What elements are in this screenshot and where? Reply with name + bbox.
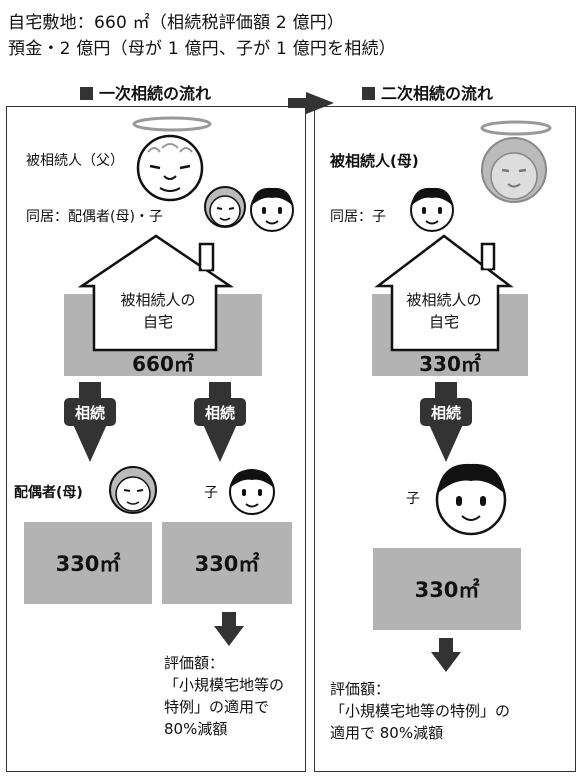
- second-section-title: 二次相続の流れ: [362, 80, 493, 104]
- inherit-arrow-right-icon: [194, 382, 246, 462]
- square-bullet-icon: [362, 87, 375, 100]
- header-line-1: 自宅敷地：660 ㎡（相続税評価額 2 億円）: [8, 13, 345, 33]
- father-face-icon: [132, 116, 212, 202]
- inherit-label-left: 相続: [74, 404, 105, 422]
- second-deceased-label: 被相続人(母): [330, 152, 419, 170]
- note-arrow-second-icon: [431, 638, 461, 672]
- heir-child-face-icon: [229, 469, 275, 515]
- first-valuation-note: 評価額： 「小規模宅地等の 特例」の適用で 80%減額: [164, 654, 285, 738]
- first-house-icon: [77, 234, 235, 352]
- first-land-area: 660㎡: [132, 352, 194, 376]
- spouse-label: 配偶者(母): [14, 485, 83, 501]
- second-child-land-block: 330㎡: [373, 548, 521, 630]
- mother-deceased-face-icon: [480, 120, 552, 203]
- second-house-label: 被相続人の 自宅: [406, 291, 482, 331]
- spouse-land-block: 330㎡: [24, 522, 152, 604]
- child-land-block: 330㎡: [162, 522, 292, 604]
- second-child-label: 子: [406, 491, 420, 507]
- transition-arrow-icon: [288, 92, 334, 114]
- header-line-2: 預金・2 億円（母が 1 億円、子が 1 億円を相続）: [8, 39, 396, 59]
- second-house-icon: [374, 234, 514, 352]
- second-valuation-note: 評価額： 「小規模宅地等の特例」の 適用で 80%減額: [330, 680, 511, 742]
- first-deceased-label: 被相続人（父）: [26, 153, 124, 169]
- note-arrow-first-icon: [214, 612, 244, 646]
- second-land-area: 330㎡: [419, 352, 481, 376]
- child-label: 子: [204, 485, 218, 501]
- inherit-arrow-left-icon: [64, 382, 116, 462]
- mother-face-icon: [204, 186, 246, 228]
- child-face-icon: [250, 187, 294, 232]
- second-child-face-icon: [410, 187, 454, 232]
- inherit-label-second: 相続: [430, 404, 461, 422]
- square-bullet-icon: [80, 87, 93, 100]
- large-child-face-icon: [435, 463, 507, 536]
- first-cohabit-label: 同居：配偶者(母)・子: [26, 209, 163, 225]
- inherit-arrow-second-icon: [420, 382, 472, 462]
- first-house-label: 被相続人の 自宅: [120, 291, 196, 331]
- spouse-face-icon: [109, 466, 157, 514]
- second-cohabit-label: 同居：子: [330, 209, 386, 225]
- first-section-title: 一次相続の流れ: [80, 80, 211, 104]
- inherit-label-right: 相続: [204, 404, 235, 422]
